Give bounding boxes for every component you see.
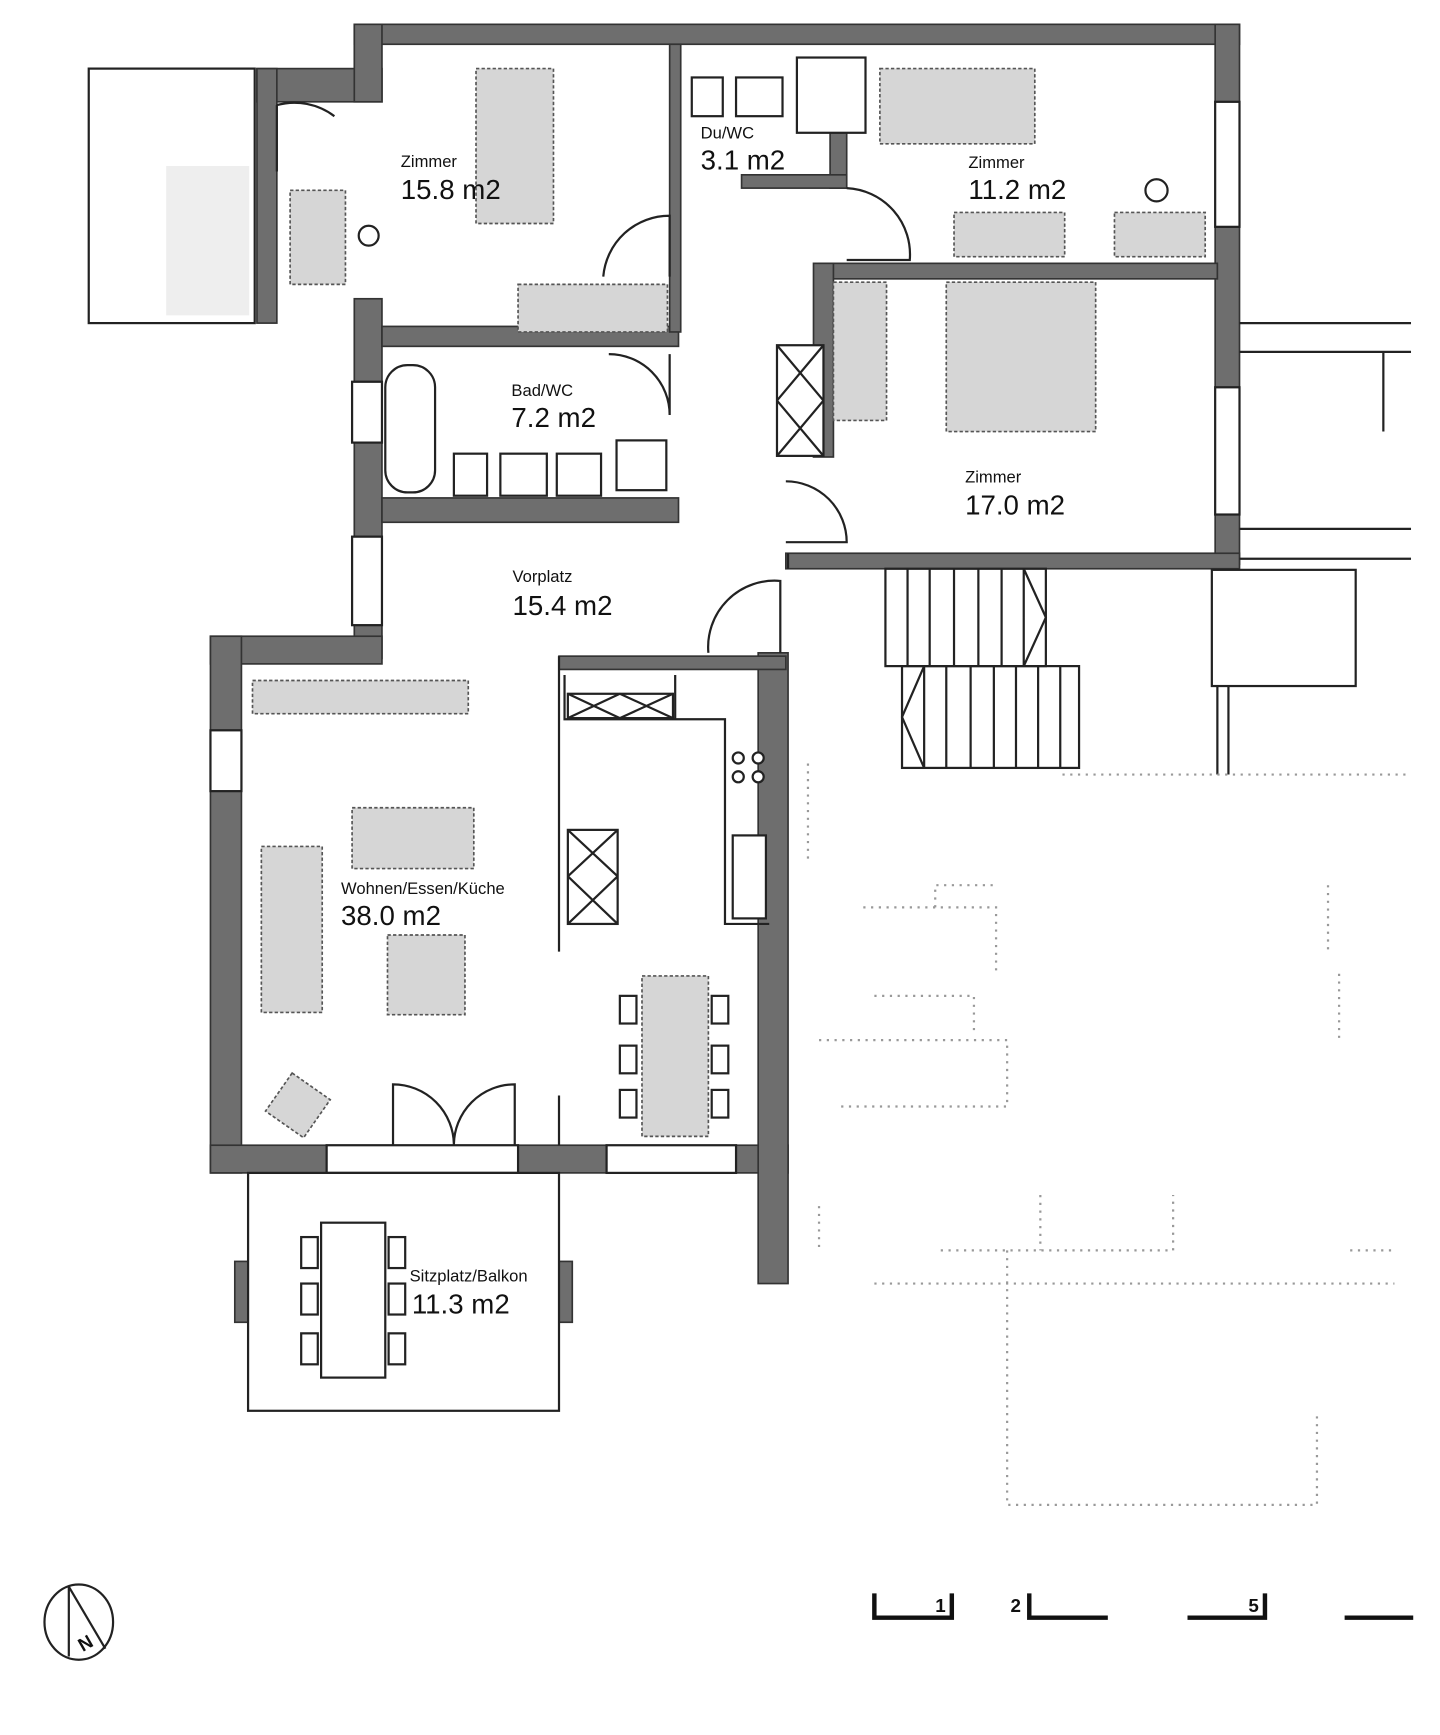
room-name: Vorplatz bbox=[513, 567, 573, 586]
scale-bar: 1 2 5 bbox=[872, 1593, 1414, 1620]
room-area: 11.2 m2 bbox=[968, 174, 1066, 205]
room-area: 15.8 m2 bbox=[401, 174, 501, 205]
neighbour-outlines bbox=[806, 763, 1406, 1506]
fixtures bbox=[384, 56, 867, 926]
room-name: Bad/WC bbox=[511, 381, 573, 400]
room-area: 17.0 m2 bbox=[965, 490, 1065, 521]
doors bbox=[275, 101, 912, 1146]
room-name: Zimmer bbox=[968, 153, 1025, 172]
walls bbox=[209, 23, 1241, 1324]
scale-tick: 5 bbox=[1248, 1595, 1258, 1616]
room-name: Zimmer bbox=[965, 467, 1022, 486]
thin-lines bbox=[209, 100, 1412, 1412]
room-labels: Zimmer 15.8 m2 Du/WC 3.1 m2 Zimmer 11.2 … bbox=[341, 123, 1066, 1319]
room-name: Sitzplatz/Balkon bbox=[410, 1266, 528, 1285]
room-area: 38.0 m2 bbox=[341, 900, 441, 931]
svg-text:N: N bbox=[74, 1631, 96, 1656]
scale-tick: 2 bbox=[1010, 1595, 1020, 1616]
scale-tick: 1 bbox=[935, 1595, 945, 1616]
room-name: Zimmer bbox=[401, 152, 458, 171]
furniture bbox=[251, 67, 1207, 1379]
room-name: Du/WC bbox=[701, 123, 754, 142]
north-arrow-icon: N bbox=[43, 1583, 115, 1661]
room-area: 15.4 m2 bbox=[513, 590, 613, 621]
room-area: 7.2 m2 bbox=[511, 402, 596, 433]
room-area: 3.1 m2 bbox=[701, 144, 786, 175]
stairs bbox=[884, 567, 1081, 770]
room-name: Wohnen/Essen/Küche bbox=[341, 879, 505, 898]
outside-terrace bbox=[87, 67, 256, 325]
room-area: 11.3 m2 bbox=[412, 1288, 510, 1319]
